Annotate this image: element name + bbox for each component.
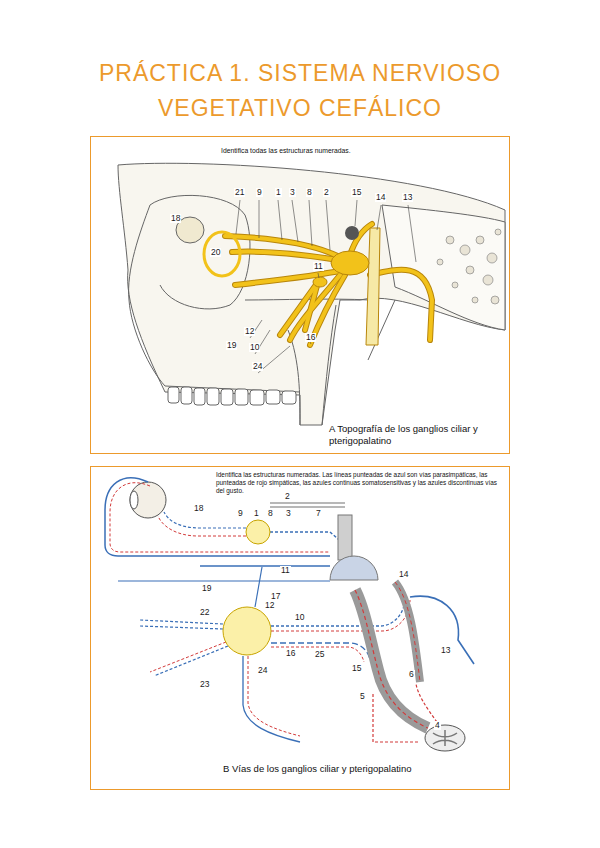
line-6 bbox=[416, 684, 440, 726]
dark-ball bbox=[345, 226, 359, 240]
gray-matter bbox=[433, 730, 457, 746]
ciliary-ganglion bbox=[246, 520, 270, 544]
line-22 bbox=[140, 620, 223, 629]
figure-caption: B Vías de los ganglios ciliar y pterigop… bbox=[223, 763, 503, 775]
callout-number: 4 bbox=[434, 721, 441, 730]
lens bbox=[130, 491, 138, 509]
callout-number: 10 bbox=[249, 343, 260, 352]
line-24 bbox=[243, 656, 300, 742]
short-ciliary-blue bbox=[164, 512, 246, 528]
callout-number: 6 bbox=[408, 670, 415, 679]
callout-number: 12 bbox=[264, 601, 275, 610]
callout-number: 22 bbox=[199, 608, 210, 617]
leader-lines bbox=[236, 200, 416, 373]
mandible-ramus bbox=[288, 305, 336, 425]
pathways-drawing bbox=[105, 478, 474, 751]
callout-number: 2 bbox=[323, 188, 330, 197]
line-24-red bbox=[248, 656, 300, 736]
spinal-cord bbox=[425, 725, 465, 751]
callout-number: 13 bbox=[440, 646, 451, 655]
callout-number: 19 bbox=[201, 584, 212, 593]
figure-panel: Identifica todas las estructuras numerad… bbox=[90, 136, 510, 454]
callout-number: 19 bbox=[226, 341, 237, 350]
callout-number: 12 bbox=[244, 327, 255, 336]
line-25-red bbox=[271, 647, 364, 662]
callout-number: 9 bbox=[256, 188, 263, 197]
pterygopalatine-ganglion bbox=[313, 277, 327, 287]
callout-number: 15 bbox=[351, 188, 362, 197]
callout-number: 7 bbox=[315, 509, 322, 518]
mastoid-cells bbox=[437, 229, 501, 304]
callout-number: 18 bbox=[193, 504, 204, 513]
carotid-artery bbox=[366, 228, 380, 345]
callout-number: 1 bbox=[253, 509, 260, 518]
callout-number: 8 bbox=[306, 188, 313, 197]
facial-nerve bbox=[410, 596, 474, 664]
line-2 bbox=[270, 503, 345, 507]
callout-number: 8 bbox=[267, 509, 274, 518]
line-17 bbox=[255, 567, 262, 607]
line-11 bbox=[200, 565, 330, 567]
teeth bbox=[168, 387, 296, 405]
callout-number: 14 bbox=[375, 193, 386, 202]
line-19 bbox=[118, 580, 330, 581]
callout-number: 11 bbox=[280, 566, 291, 575]
skull-outline bbox=[118, 163, 505, 425]
callout-number: 24 bbox=[252, 362, 263, 371]
short-ciliary-red bbox=[158, 516, 246, 536]
callout-number: 16 bbox=[305, 333, 316, 342]
instruction-text: Identifica las estructuras numeradas. La… bbox=[216, 471, 504, 495]
oculomotor bbox=[270, 532, 345, 545]
callout-number: 17 bbox=[270, 592, 281, 601]
callout-number: 21 bbox=[234, 188, 245, 197]
line-10-red bbox=[271, 600, 410, 631]
callout-number: 1 bbox=[275, 188, 282, 197]
nasal-edge bbox=[129, 205, 165, 386]
nerves bbox=[204, 224, 432, 345]
eye bbox=[130, 482, 166, 518]
line-5 bbox=[373, 694, 420, 742]
callout-number: 3 bbox=[285, 509, 292, 518]
callout-number: 24 bbox=[257, 666, 268, 675]
line-23-blue bbox=[154, 646, 228, 676]
line-25 bbox=[271, 643, 370, 660]
callout-number: 20 bbox=[210, 248, 221, 257]
callout-number: 15 bbox=[351, 664, 362, 673]
callout-number: 23 bbox=[199, 680, 210, 689]
brainstem bbox=[338, 515, 352, 560]
callout-number: 14 bbox=[398, 570, 409, 579]
pterygopalatine-ganglion-b bbox=[223, 607, 271, 655]
figure-panel: Identifica las estructuras numeradas. La… bbox=[90, 466, 510, 790]
callout-number: 2 bbox=[284, 492, 291, 501]
figure-caption: A Topografía de los ganglios ciliar y pt… bbox=[329, 423, 494, 447]
instruction-text: Identifica todas las estructuras numerad… bbox=[221, 147, 491, 155]
callout-number: 13 bbox=[402, 193, 413, 202]
line-10-blue bbox=[271, 598, 405, 626]
callout-number: 18 bbox=[170, 214, 181, 223]
callout-number: 9 bbox=[237, 509, 244, 518]
page-title: PRÁCTICA 1. SISTEMA NERVIOSO VEGETATIVO … bbox=[50, 56, 550, 125]
callout-number: 5 bbox=[359, 692, 366, 701]
trigeminal-ganglion bbox=[331, 251, 369, 275]
callout-number: 10 bbox=[294, 613, 305, 622]
line-23 bbox=[150, 642, 226, 672]
callout-number: 25 bbox=[314, 650, 325, 659]
callout-number: 16 bbox=[285, 649, 296, 658]
trigeminal-ganglion-b bbox=[330, 556, 378, 580]
callout-number: 11 bbox=[313, 262, 324, 271]
skull-drawing bbox=[118, 163, 505, 425]
callout-number: 3 bbox=[289, 188, 296, 197]
